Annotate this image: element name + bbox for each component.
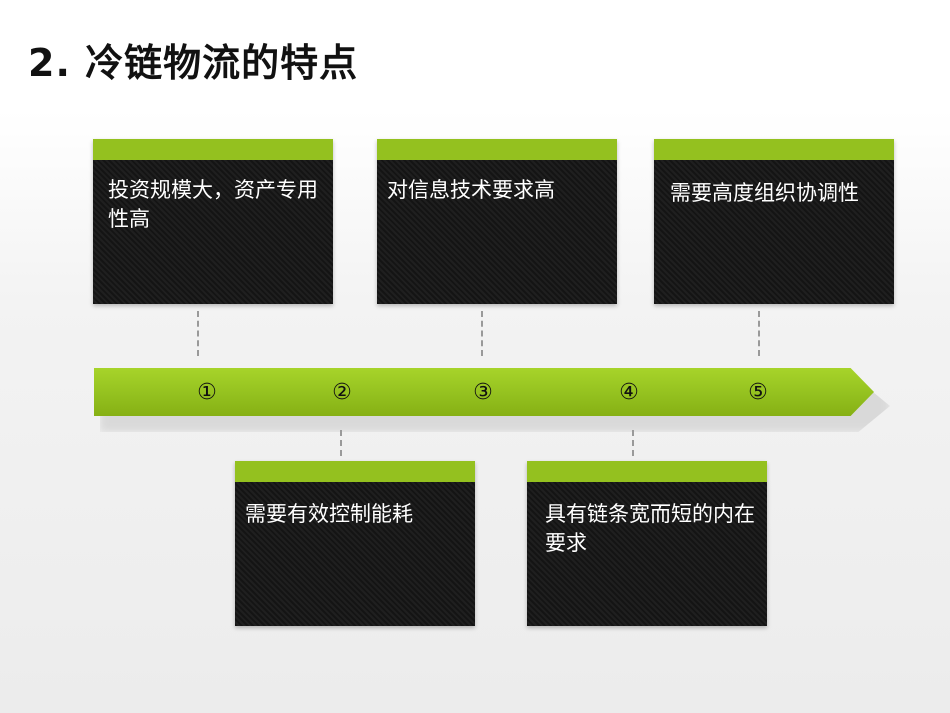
connector-line — [340, 430, 342, 456]
feature-card-3: 对信息技术要求高 — [377, 139, 617, 304]
feature-card-2: 需要有效控制能耗 — [235, 461, 475, 626]
slide-title: 2. 冷链物流的特点 — [28, 41, 359, 85]
card-accent-bar — [654, 139, 894, 160]
card-text: 对信息技术要求高 — [387, 178, 555, 202]
timeline-marker-5: ⑤ — [748, 380, 768, 405]
timeline-marker-2: ② — [332, 380, 352, 405]
connector-line — [632, 430, 634, 456]
timeline-arrow — [94, 368, 874, 416]
card-text: 具有链条宽而短的内在要求 — [545, 502, 755, 555]
card-text: 需要有效控制能耗 — [245, 502, 413, 526]
connector-line — [481, 311, 483, 356]
connector-line — [758, 311, 760, 356]
timeline-marker-1: ① — [197, 380, 217, 405]
card-text: 需要高度组织协调性 — [670, 181, 859, 205]
feature-card-5: 需要高度组织协调性 — [654, 139, 894, 304]
connector-line — [197, 311, 199, 356]
card-accent-bar — [377, 139, 617, 160]
feature-card-4: 具有链条宽而短的内在要求 — [527, 461, 767, 626]
card-accent-bar — [527, 461, 767, 482]
card-accent-bar — [93, 139, 333, 160]
feature-card-1: 投资规模大，资产专用性高 — [93, 139, 333, 304]
card-text: 投资规模大，资产专用性高 — [108, 178, 318, 231]
card-accent-bar — [235, 461, 475, 482]
timeline-marker-3: ③ — [473, 380, 493, 405]
timeline-marker-4: ④ — [619, 380, 639, 405]
